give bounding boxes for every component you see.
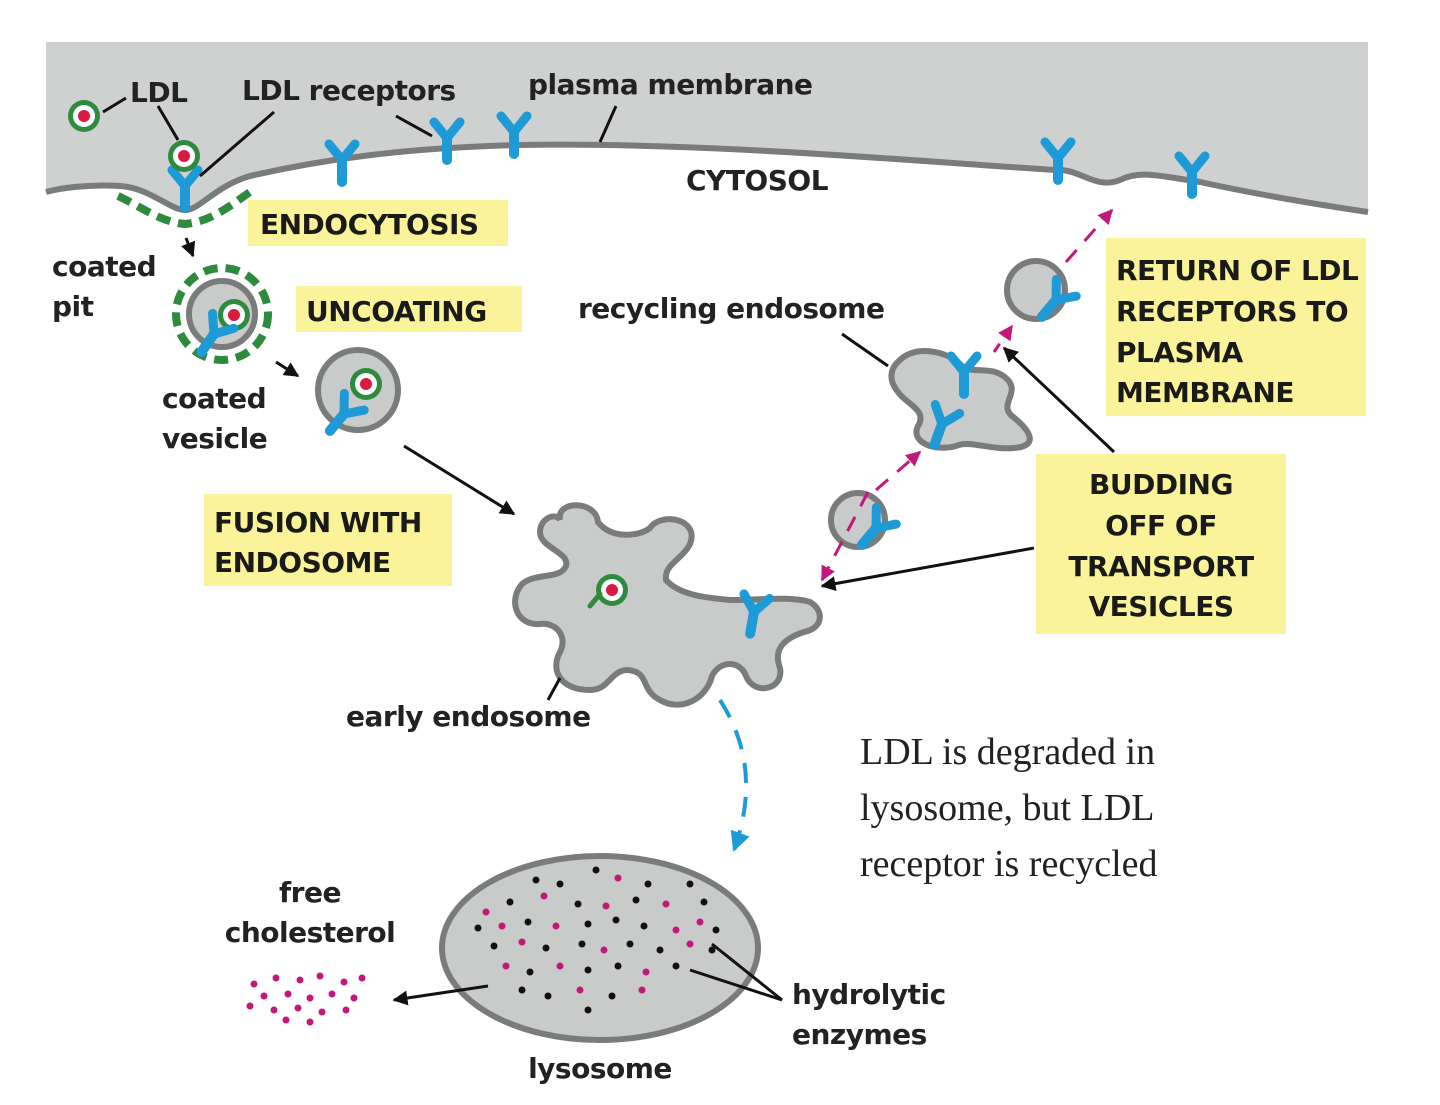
label-ldl-receptors: LDL receptors bbox=[242, 74, 456, 107]
label-ldl: LDL bbox=[130, 76, 188, 109]
step-uncoating: UNCOATING bbox=[306, 295, 487, 328]
step-box-endocytosis bbox=[248, 200, 508, 246]
early-endosome bbox=[512, 502, 823, 708]
transport-vesicle-lower bbox=[828, 490, 896, 553]
step-budding-line4: VESICLES bbox=[1088, 590, 1233, 623]
step-return-line3: PLASMA bbox=[1116, 336, 1244, 369]
top-pointer-lines bbox=[102, 96, 618, 178]
label-recycling-endosome: recycling endosome bbox=[578, 292, 884, 325]
label-hydrolytic-enzymes-line1: hydrolytic bbox=[792, 978, 946, 1011]
recycling-arrows bbox=[820, 208, 1114, 582]
label-cytosol: CYTOSOL bbox=[686, 164, 829, 197]
step-box-budding bbox=[1036, 454, 1286, 634]
label-lysosome: lysosome bbox=[528, 1052, 672, 1085]
step-budding-line1: BUDDING bbox=[1089, 468, 1233, 501]
transport-vesicle-upper bbox=[1004, 258, 1076, 325]
step-box-return bbox=[1106, 238, 1366, 416]
label-free-cholesterol-line1: free bbox=[279, 876, 341, 909]
label-coated-vesicle-line1: coated bbox=[162, 382, 266, 415]
label-free-cholesterol-line2: cholesterol bbox=[225, 916, 396, 949]
lysosome bbox=[439, 853, 761, 1043]
step-budding-line3: TRANSPORT bbox=[1068, 550, 1254, 583]
step-return-line4: MEMBRANE bbox=[1116, 376, 1294, 409]
to-lysosome-arrow bbox=[718, 698, 750, 852]
label-coated-vesicle-line2: vesicle bbox=[162, 422, 267, 455]
label-coated-pit-line1: coated bbox=[52, 250, 156, 283]
coated-pit-coat bbox=[116, 188, 253, 229]
ldl-particle-bound bbox=[168, 140, 200, 172]
label-early-endosome: early endosome bbox=[346, 700, 591, 733]
step-budding-line2: OFF OF bbox=[1105, 509, 1217, 542]
recycling-endosome bbox=[888, 348, 1033, 449]
step-endocytosis: ENDOCYTOSIS bbox=[260, 208, 479, 241]
label-hydrolytic-enzymes-line2: enzymes bbox=[792, 1018, 927, 1051]
step-return-line2: RECEPTORS TO bbox=[1116, 295, 1348, 328]
step-return-line1: RETURN OF LDL bbox=[1116, 254, 1359, 287]
step-fusion-line1: FUSION WITH bbox=[214, 506, 422, 539]
note-line2: lysosome, but LDL bbox=[860, 787, 1154, 829]
ldl-particle-free bbox=[68, 100, 100, 132]
step-fusion-line2: ENDOSOME bbox=[214, 546, 391, 579]
coated-vesicle bbox=[172, 264, 272, 360]
label-plasma-membrane: plasma membrane bbox=[528, 68, 813, 101]
step-box-uncoating bbox=[296, 286, 522, 332]
note-line1: LDL is degraded in bbox=[860, 731, 1155, 773]
lysosome-contents bbox=[474, 866, 720, 1014]
note-line3: receptor is recycled bbox=[860, 843, 1158, 885]
label-coated-pit-line2: pit bbox=[52, 290, 94, 323]
plasma-membrane bbox=[45, 42, 1369, 215]
free-cholesterol-dots bbox=[246, 972, 366, 1026]
step-box-fusion bbox=[204, 494, 452, 586]
uncoated-vesicle bbox=[318, 347, 401, 439]
